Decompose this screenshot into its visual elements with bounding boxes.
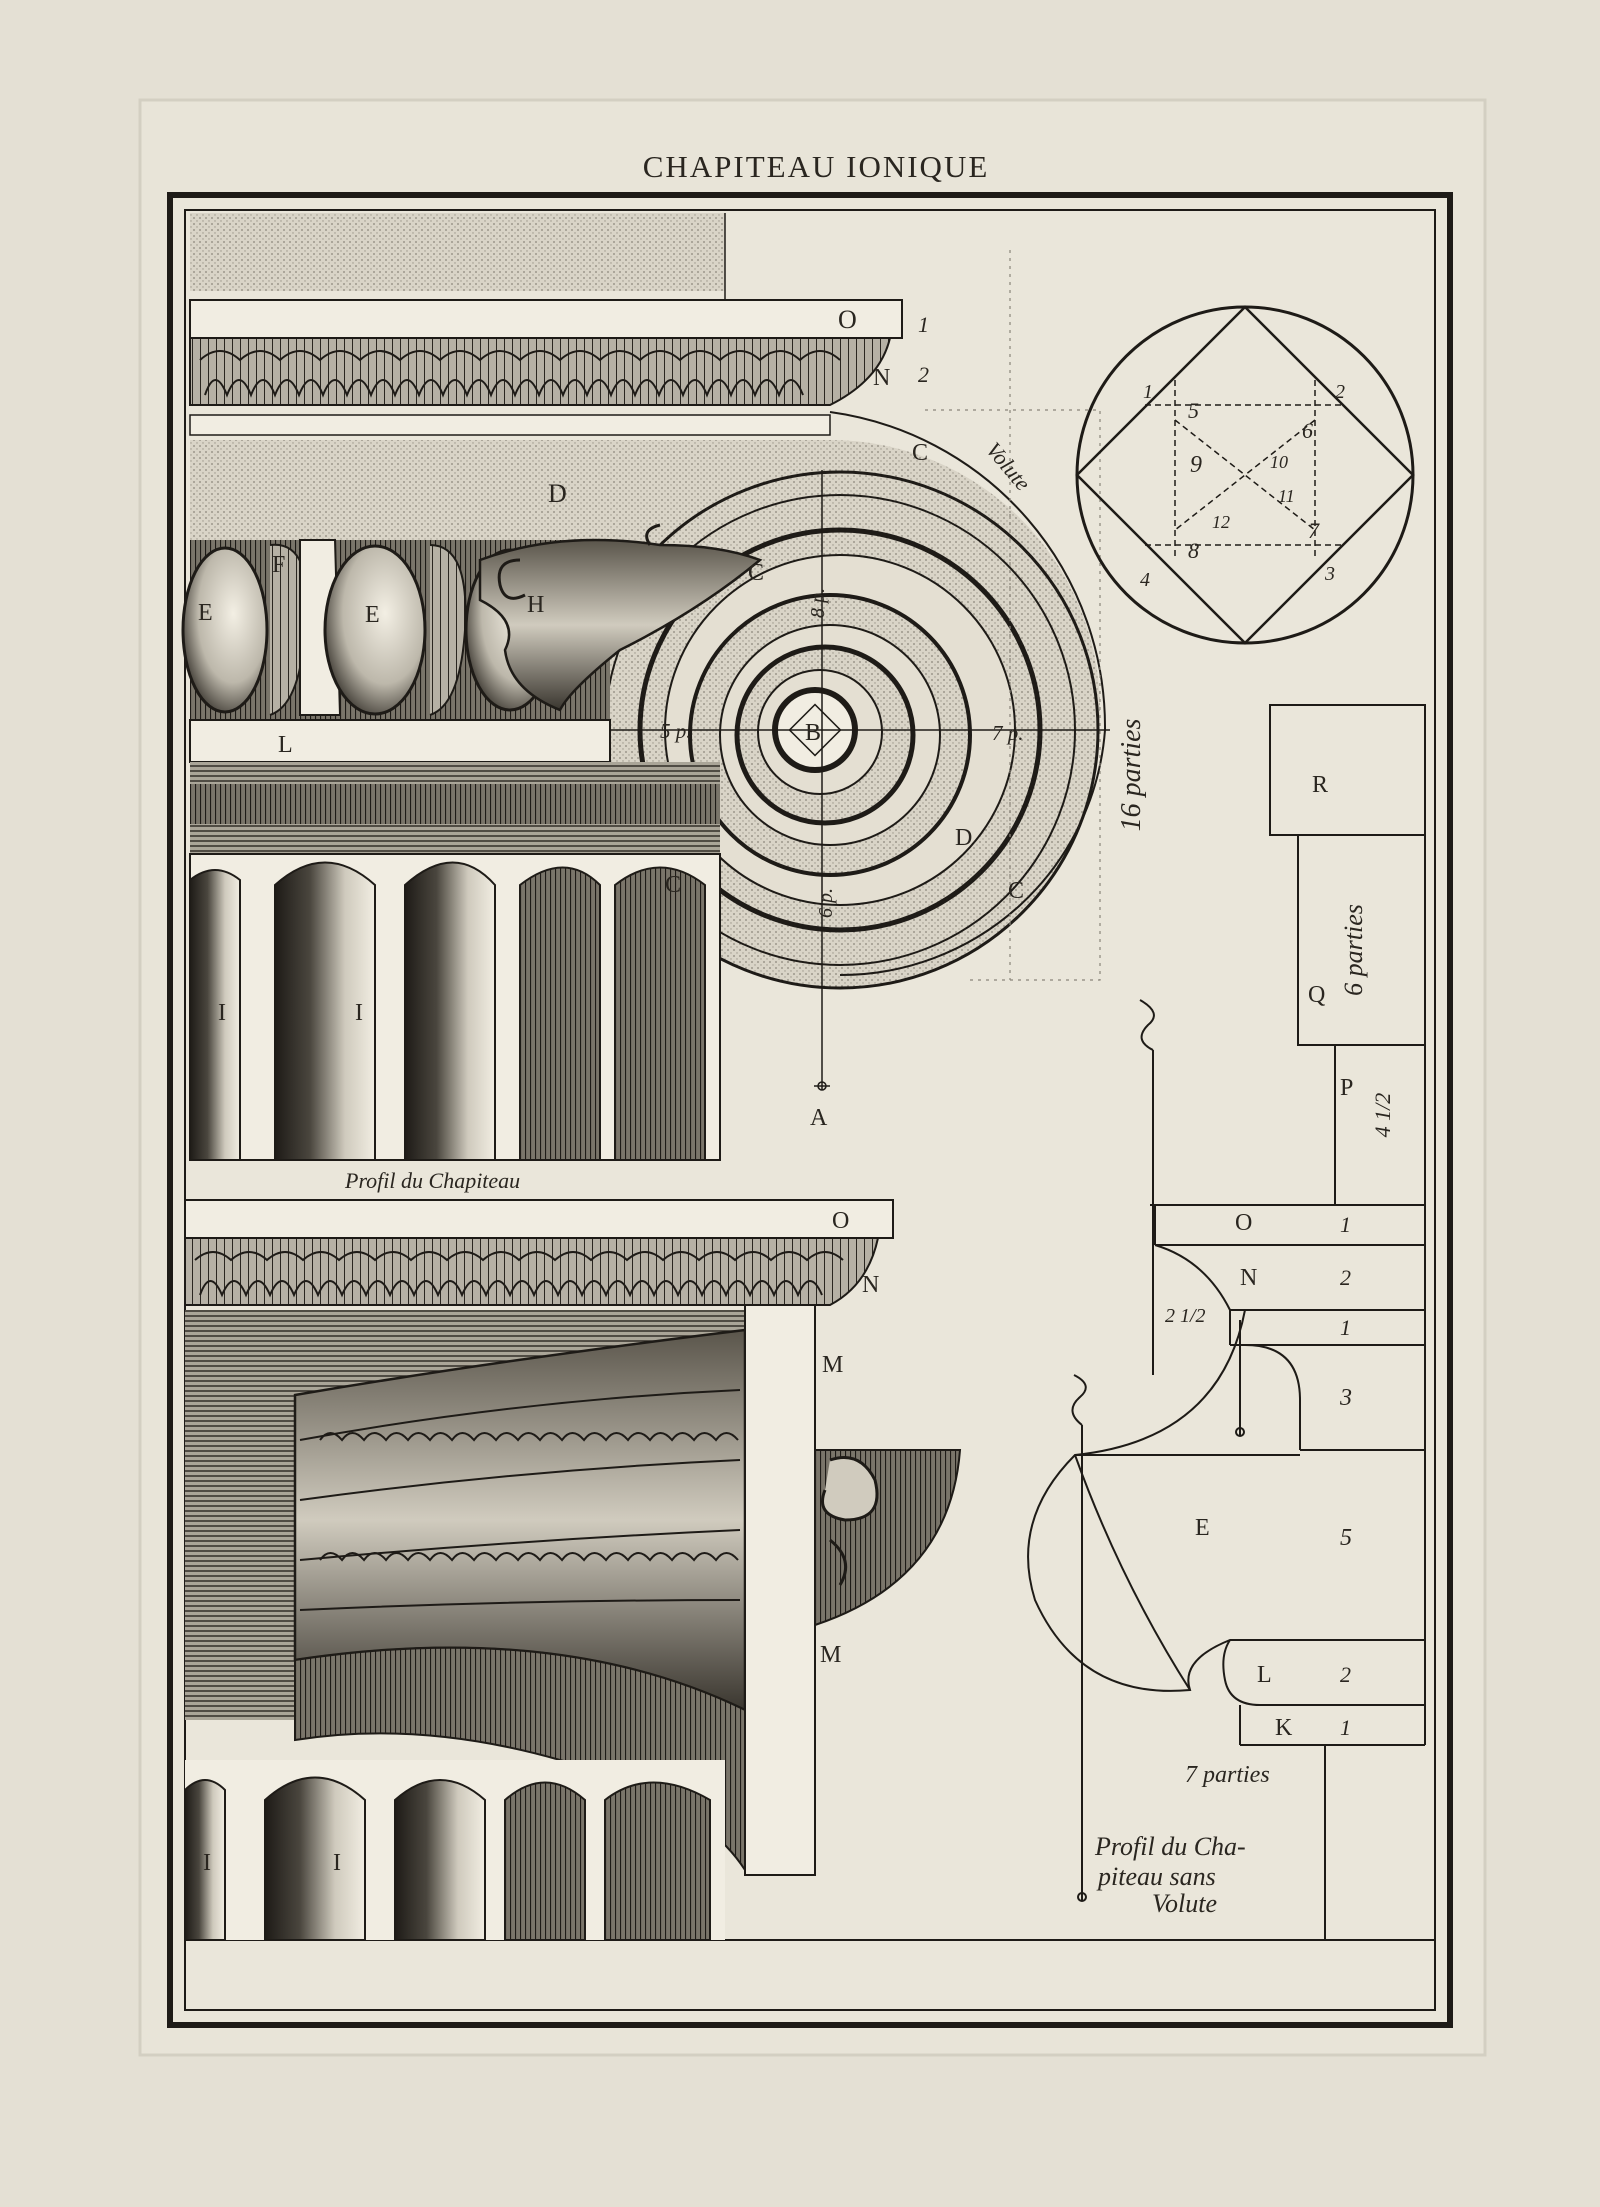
caption-6-parties: 6 parties [1339, 904, 1368, 996]
label-O-upper: O [838, 305, 857, 334]
label-M-2: M [820, 1642, 841, 1668]
helix-leaf [478, 538, 763, 712]
measure-2-right-a: 2 [1340, 1265, 1351, 1290]
label-M-1: M [822, 1352, 843, 1378]
measure-5p: 5 p. [660, 719, 692, 743]
lower-profile [184, 1199, 962, 1941]
label-E-right: E [1195, 1515, 1210, 1541]
label-D-volute: D [955, 825, 972, 851]
circle-num-4: 4 [1140, 569, 1150, 591]
measure-3-right: 3 [1339, 1385, 1352, 1411]
volute-eye-construction [1075, 305, 1415, 645]
label-C-2: C [748, 560, 764, 586]
measure-1-upper: 1 [918, 312, 929, 337]
label-I-2: I [355, 1000, 363, 1026]
label-C-1: C [912, 440, 928, 466]
label-R: R [1312, 772, 1328, 798]
measure-7p: 7 p. [992, 721, 1024, 745]
measure-1-right-c: 1 [1340, 1715, 1351, 1740]
label-C-3: C [665, 872, 681, 898]
circle-num-12: 12 [1212, 512, 1230, 532]
circle-num-1: 1 [1143, 381, 1153, 403]
label-N-right: N [1240, 1265, 1257, 1291]
flutes-upper [189, 853, 721, 1161]
plate-title: CHAPITEAU IONIQUE [643, 149, 990, 184]
measure-2-right-b: 2 [1340, 1662, 1351, 1687]
label-E-2: E [365, 602, 380, 628]
label-Q: Q [1308, 982, 1325, 1008]
label-D-upper: D [548, 479, 567, 508]
measure-4-half: 4 1/2 [1370, 1093, 1395, 1138]
label-F: F [272, 552, 285, 578]
measure-5-right: 5 [1340, 1525, 1352, 1551]
measure-8p: 8 p. [807, 588, 829, 618]
label-I-4: I [333, 1850, 341, 1876]
label-N-upper: N [873, 365, 890, 391]
upper-elevation [181, 213, 1110, 1161]
caption-profil-sans-volute-2: piteau sans [1096, 1862, 1216, 1891]
label-B: B [805, 720, 821, 746]
caption-profil-sans-volute-1: Profil du Cha- [1094, 1832, 1246, 1861]
label-O-lower: O [832, 1208, 849, 1234]
labels: O N 1 2 D C C C C D B A E E F H L I I 5 … [198, 305, 1395, 1918]
plate-frame-inner [184, 209, 1436, 2011]
measure-1-right-b: 1 [1340, 1315, 1351, 1340]
profile-without-volute [1027, 704, 1426, 1940]
measure-2-half: 2 1/2 [1165, 1305, 1206, 1327]
circle-num-11: 11 [1278, 486, 1295, 506]
caption-7-parties: 7 parties [1185, 1762, 1270, 1788]
circle-num-9: 9 [1190, 452, 1202, 478]
label-P: P [1340, 1075, 1353, 1101]
measure-1-right-a: 1 [1340, 1212, 1351, 1237]
circle-num-7: 7 [1308, 518, 1320, 543]
label-L-right: L [1257, 1662, 1272, 1688]
label-L-upper: L [278, 732, 293, 758]
caption-profil-chapiteau: Profil du Chapiteau [344, 1168, 520, 1193]
circle-num-10: 10 [1270, 452, 1288, 472]
label-E-1: E [198, 600, 213, 626]
circle-num-5: 5 [1188, 398, 1199, 423]
label-A: A [810, 1105, 828, 1131]
caption-profil-sans-volute-3: Volute [1152, 1889, 1217, 1918]
flutes-lower [184, 1760, 725, 1941]
circle-num-3: 3 [1324, 563, 1335, 585]
circle-num-2: 2 [1335, 381, 1345, 403]
label-I-3: I [203, 1850, 211, 1876]
label-C-4: C [1008, 878, 1024, 904]
label-O-right: O [1235, 1210, 1252, 1236]
abacus-side [744, 1304, 816, 1876]
label-H: H [527, 592, 544, 618]
measure-2-upper: 2 [918, 362, 929, 387]
caption-16-parties: 16 parties [1116, 719, 1147, 832]
circle-num-6: 6 [1302, 418, 1313, 443]
circle-num-8: 8 [1188, 538, 1199, 563]
carved-cornice [189, 337, 892, 406]
label-I-1: I [218, 1000, 226, 1026]
label-K: K [1275, 1715, 1293, 1741]
measure-6p: 6 p. [815, 888, 837, 918]
label-N-lower: N [862, 1272, 879, 1298]
abacus-band [189, 299, 903, 339]
